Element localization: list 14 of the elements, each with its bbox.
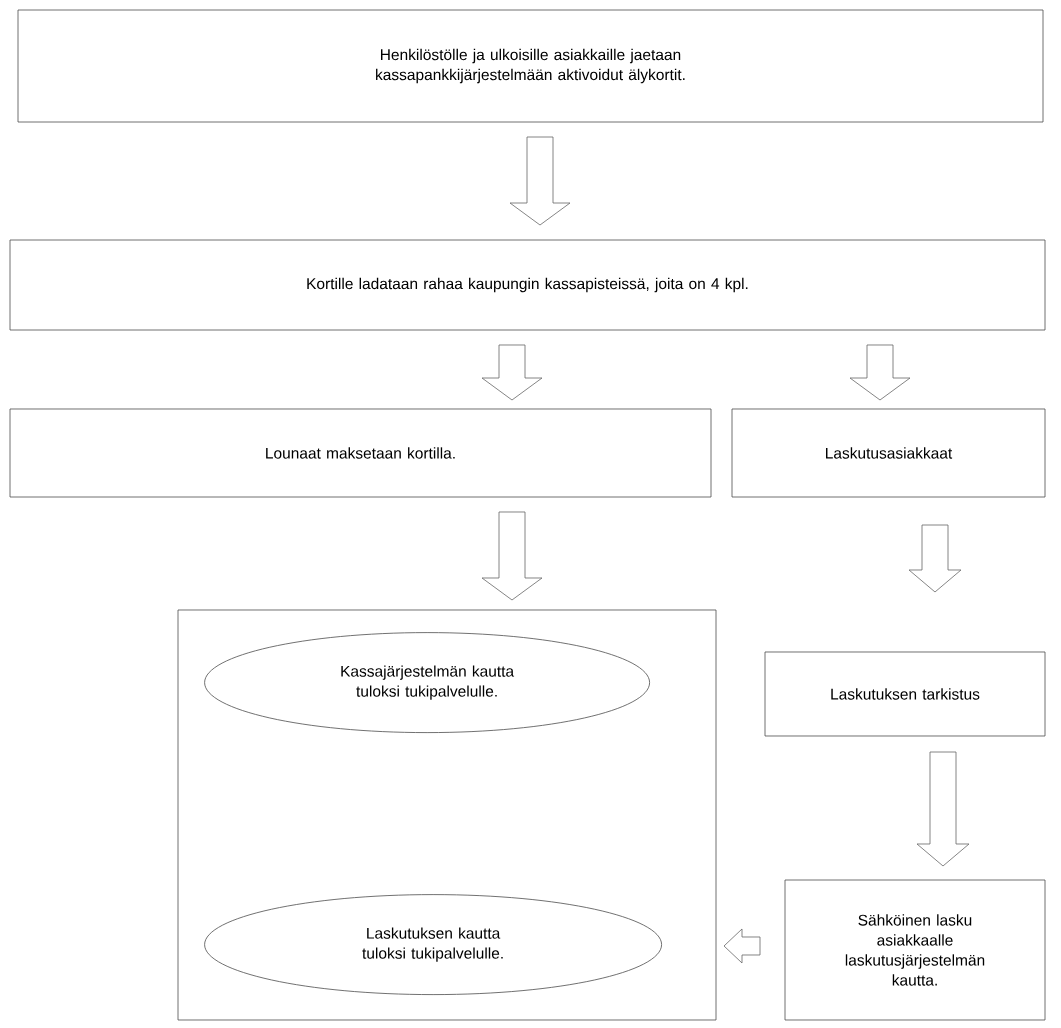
- block-arrow: [481, 344, 543, 401]
- block-arrow: [916, 751, 970, 867]
- block-arrow: [509, 136, 571, 226]
- block-arrow: [849, 344, 911, 401]
- process-box: Henkilöstölle ja ulkoisille asiakkaille jaetaan kassapankkijärjestelmään aktivoidut älykortit.: [17, 9, 1044, 123]
- process-box: Laskutusasiakkaat: [731, 408, 1046, 498]
- process-box: Lounaat maksetaan kortilla.: [9, 408, 712, 498]
- process-box: Laskutuksen tarkistus: [764, 651, 1046, 737]
- block-arrow: [723, 928, 761, 964]
- process-box: Kortille ladataan rahaa kaupungin kassapisteissä, joita on 4 kpl.: [9, 239, 1046, 331]
- group-box: [177, 609, 717, 1021]
- process-box: Sähköinen lasku asiakkaalle laskutusjärjestelmän kautta.: [784, 879, 1046, 1021]
- block-arrow: [908, 524, 962, 593]
- block-arrow: [481, 511, 543, 601]
